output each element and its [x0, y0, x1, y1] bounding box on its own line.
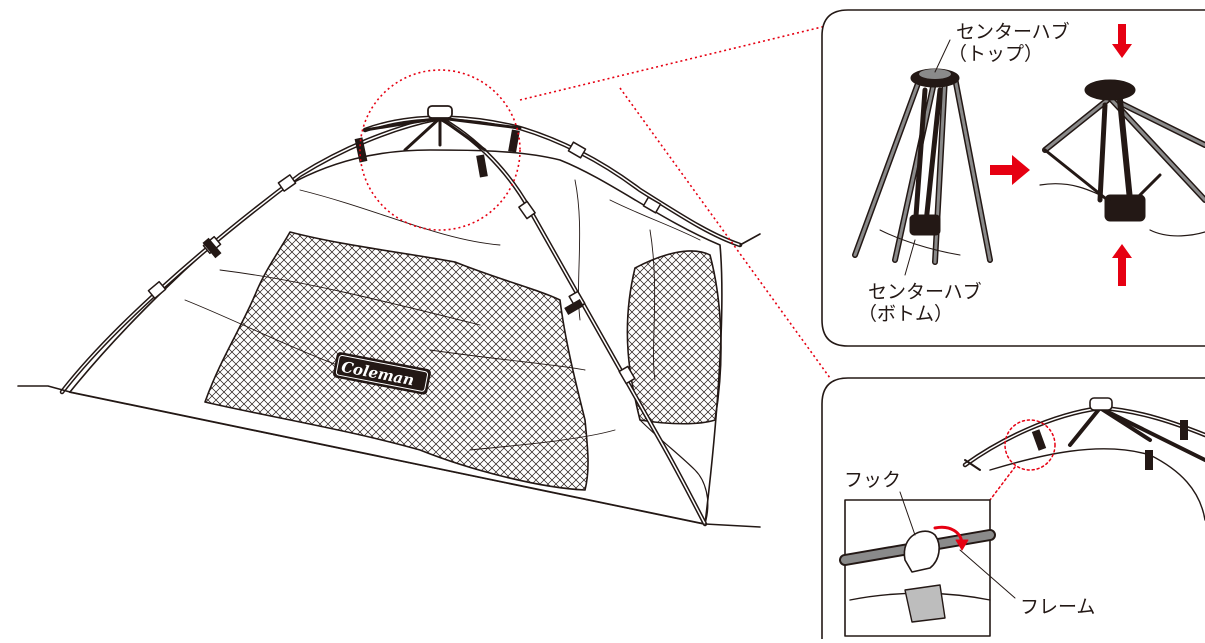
hub-callout-line-top — [519, 25, 827, 101]
tent-side-mesh-window — [626, 250, 722, 425]
label-hook: フック — [844, 469, 902, 491]
tent-top-detail — [962, 397, 1205, 521]
tent-fold-line — [609, 199, 701, 241]
center-hub-folded — [852, 68, 993, 265]
center-hub-expanded — [1039, 79, 1205, 237]
hub-callout-circle — [359, 69, 521, 231]
label-center-hub-top-line1: センターハブ — [956, 21, 1070, 43]
tent-sleeve-bands — [202, 129, 584, 315]
leader-frame — [959, 549, 1016, 599]
label-center-hub-top: センターハブ （トップ） — [948, 21, 1070, 66]
label-frame: フレーム — [1020, 596, 1096, 618]
tent-hub-top — [363, 105, 522, 152]
tent-stake-right — [704, 523, 761, 528]
hook-callout-line — [989, 466, 1016, 501]
arrow-right-icon — [990, 155, 1030, 185]
label-center-hub-bottom-line1: センターハブ — [868, 281, 982, 303]
arrow-down-icon — [1112, 24, 1132, 58]
tent-main — [17, 105, 761, 528]
tent-stake-back — [739, 233, 761, 246]
label-center-hub-bottom-line2: （ボトム） — [858, 302, 954, 325]
leader-hub-top — [934, 39, 951, 73]
hook-clip — [903, 530, 940, 573]
hook-inset — [839, 499, 996, 637]
leader-hub-bottom — [904, 239, 916, 276]
label-center-hub-top-line2: （トップ） — [948, 42, 1044, 65]
hook-callout-circle — [1004, 419, 1056, 471]
hub-callout — [359, 25, 831, 379]
tent-front-mesh-window — [204, 231, 589, 491]
label-center-hub-bottom: センターハブ （ボトム） — [858, 281, 982, 326]
tent-fold-line — [299, 189, 501, 246]
arrow-up-icon — [1112, 244, 1132, 286]
leader-hook — [899, 491, 916, 536]
tent-stake-left — [17, 385, 71, 393]
hook-strap — [904, 584, 946, 623]
